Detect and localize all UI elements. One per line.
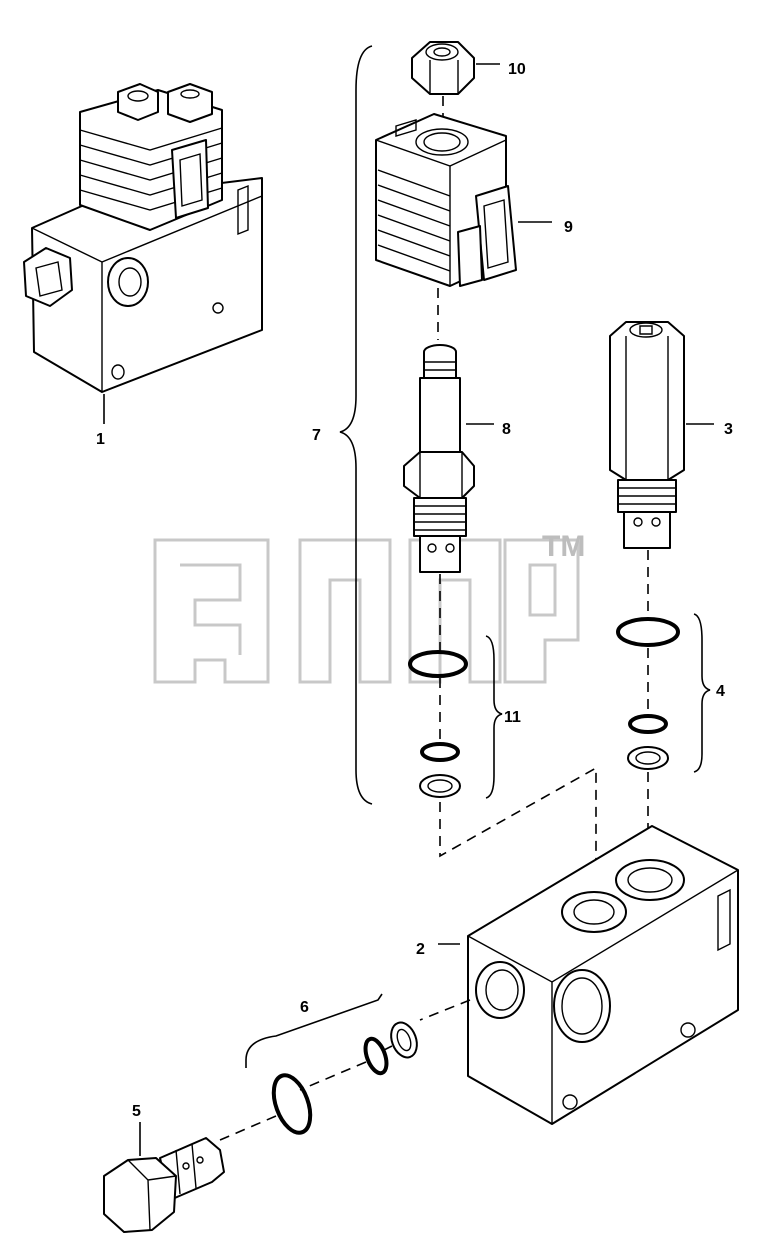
part-10-nut: 10 bbox=[411, 41, 526, 95]
part-5-plug: 5 bbox=[103, 1103, 225, 1233]
part-9-coil: 9 bbox=[375, 113, 573, 287]
callout-2: 2 bbox=[416, 941, 425, 958]
brace-7: 7 bbox=[312, 45, 373, 805]
callout-5: 5 bbox=[132, 1103, 141, 1120]
callout-8: 8 bbox=[502, 421, 511, 438]
callout-4: 4 bbox=[716, 683, 725, 700]
callout-9: 9 bbox=[564, 219, 573, 236]
part-3-cartridge: 3 bbox=[609, 321, 733, 549]
callout-6: 6 bbox=[300, 999, 309, 1016]
part-8-cartridge: 8 bbox=[403, 344, 511, 573]
watermark-logo: TM bbox=[153, 530, 585, 684]
watermark-tm: TM bbox=[542, 530, 585, 563]
part-11-seal-kit: 11 bbox=[408, 635, 521, 799]
callout-7: 7 bbox=[312, 427, 321, 444]
part-6-seal-kit: 6 bbox=[219, 993, 471, 1141]
callout-3: 3 bbox=[724, 421, 733, 438]
callout-1: 1 bbox=[96, 431, 105, 448]
part-2-manifold-body: 2 bbox=[416, 825, 739, 1125]
routing-line-8 bbox=[439, 766, 597, 890]
part-4-seal-kit: 4 bbox=[616, 613, 725, 773]
callout-10: 10 bbox=[508, 61, 526, 78]
callout-11: 11 bbox=[504, 709, 521, 726]
part-1-assembled-valve: 1 bbox=[23, 83, 263, 448]
